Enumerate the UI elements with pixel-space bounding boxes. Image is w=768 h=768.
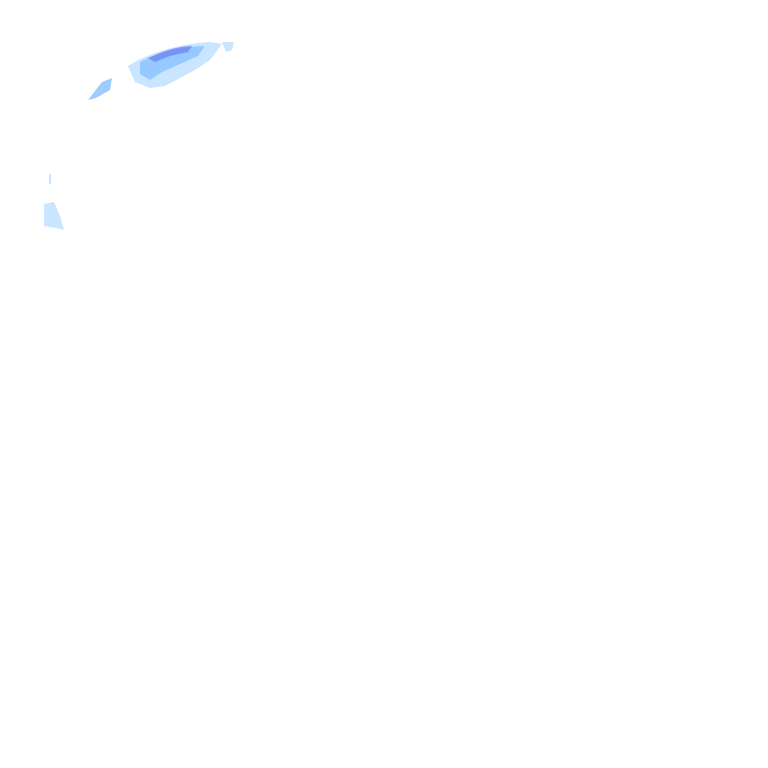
precip-band-north [88, 42, 234, 100]
precip-area [44, 202, 64, 230]
precip-area [49, 174, 51, 184]
precip-band-west [44, 174, 64, 230]
precip-core [148, 46, 192, 62]
precip-area [140, 46, 205, 80]
precip-area [88, 78, 112, 100]
precip-area [222, 42, 234, 52]
